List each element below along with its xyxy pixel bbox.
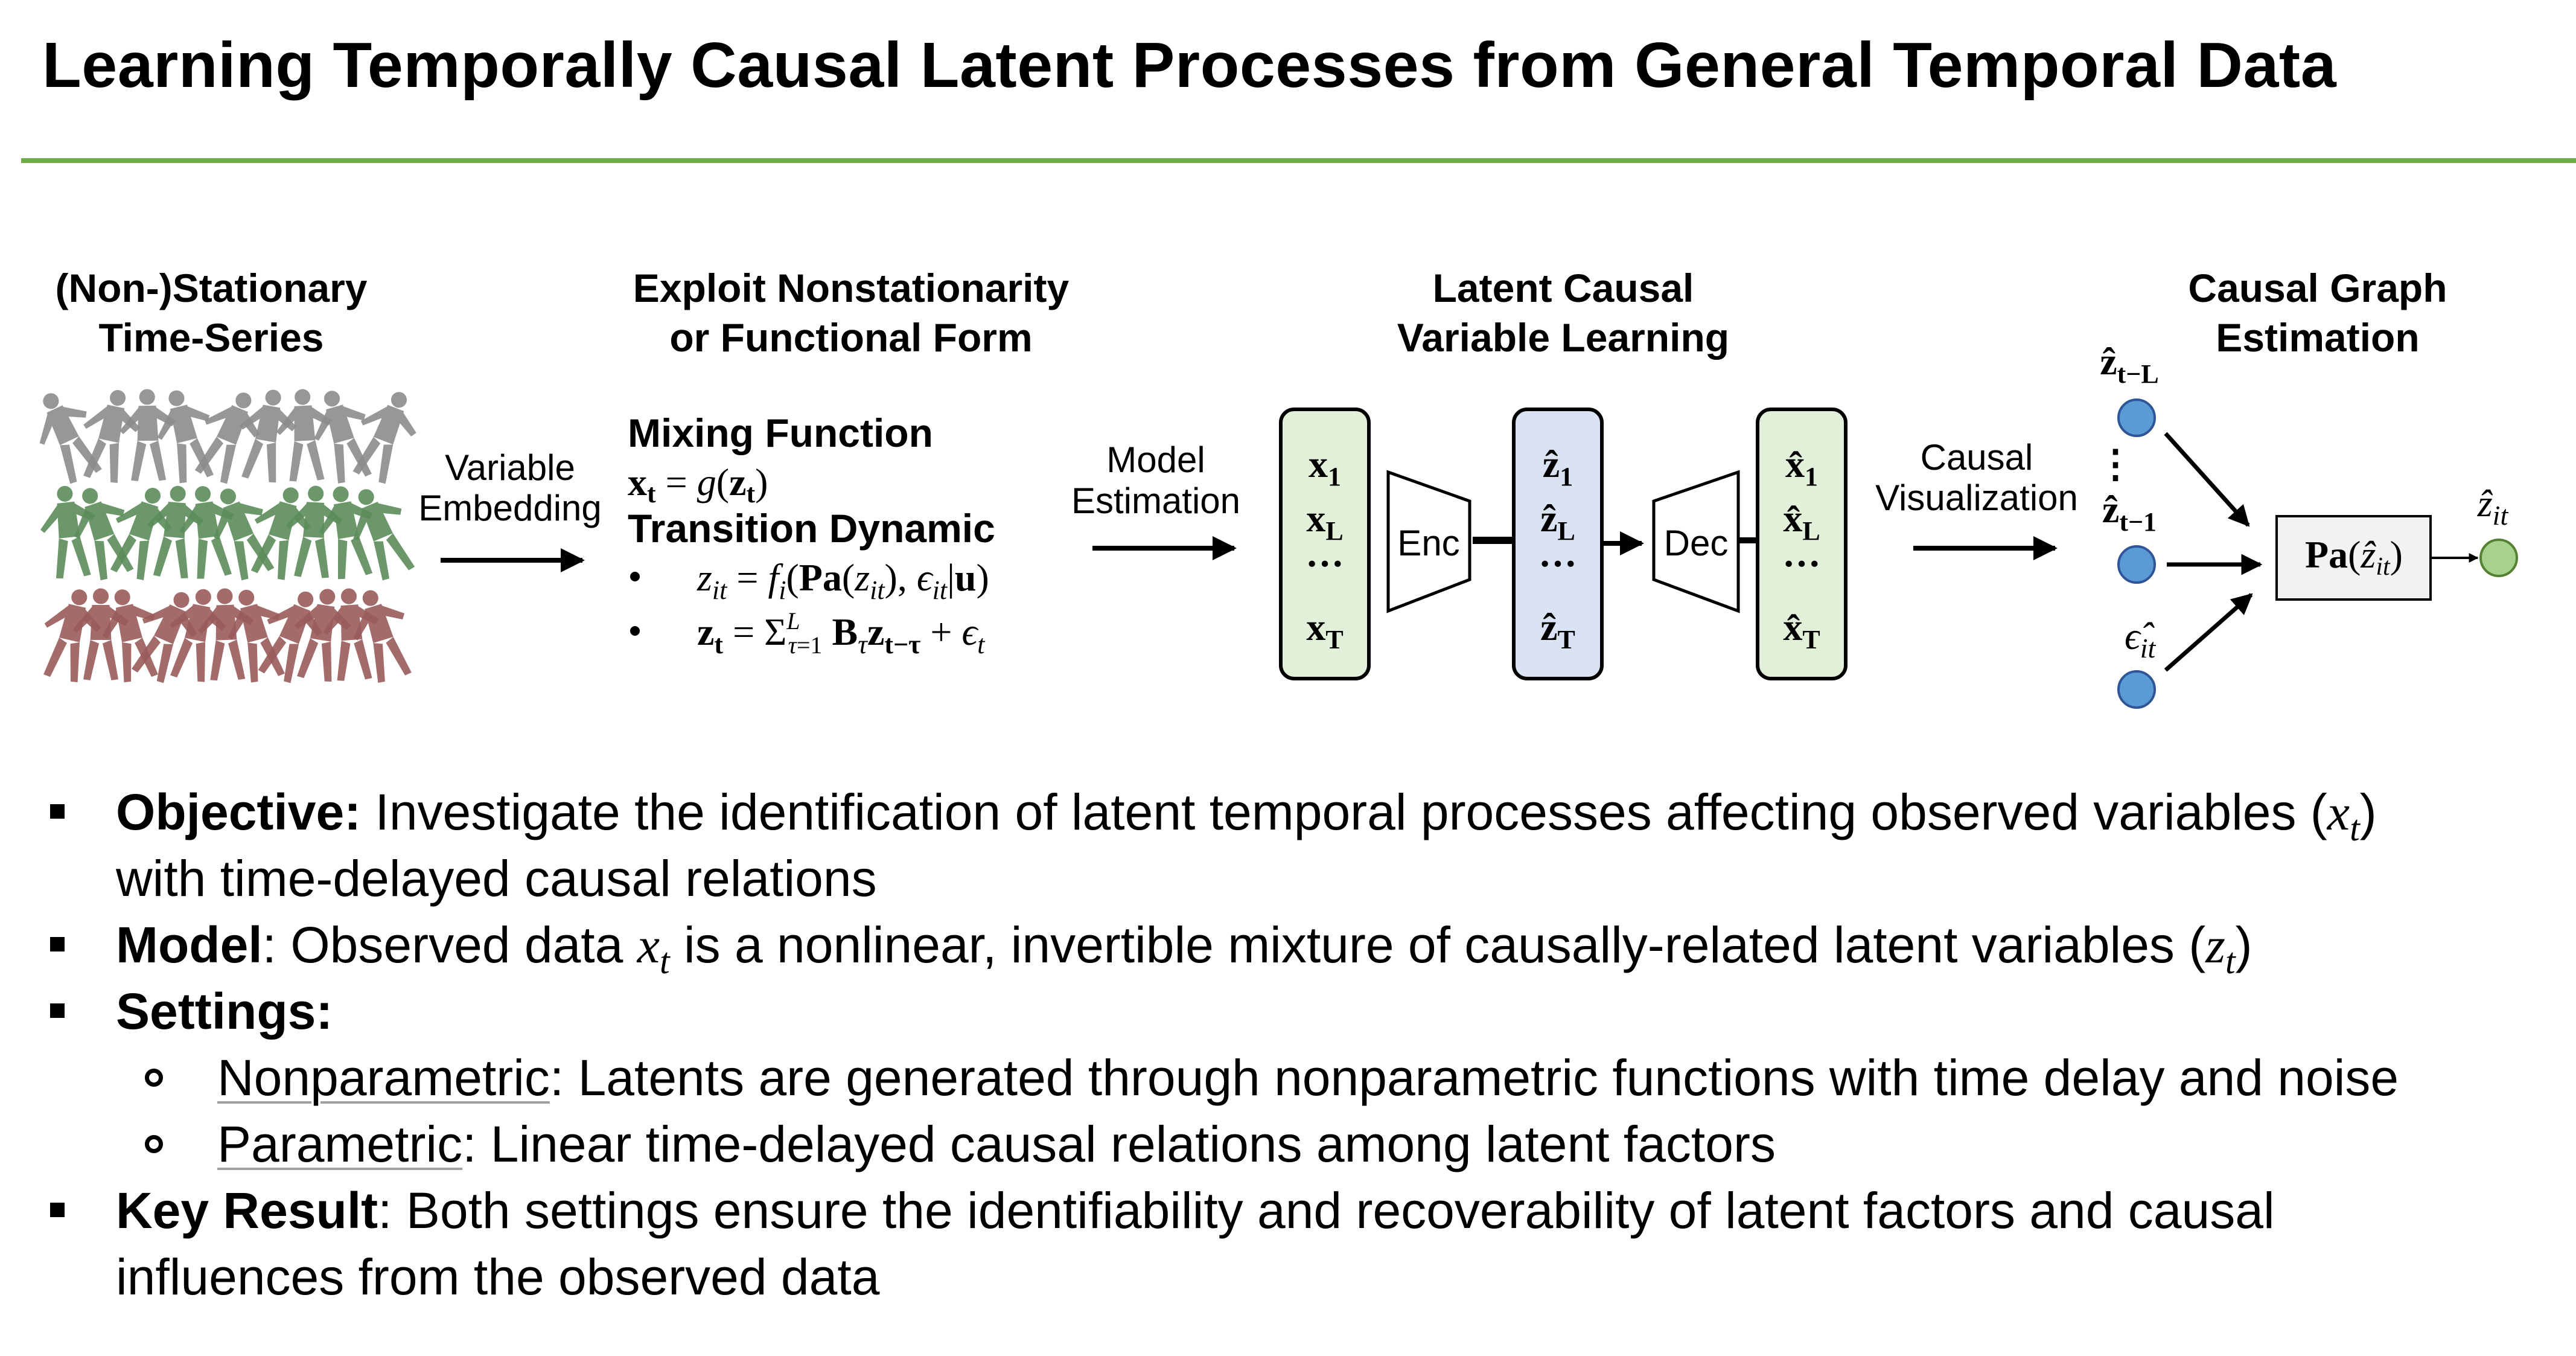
pipeline-figure: (Non-)Stationary Time-Series Variable Em… [22,266,2518,709]
key-result-label: Key Result [116,1182,378,1239]
model-math2: z [2205,918,2225,974]
node-label-z-t-minus-1: ẑt−1 [2102,488,2157,537]
parents-node-label: Pa(ẑit) [2305,533,2403,581]
arrow1-label-line2: Embedding [418,488,602,528]
objective-tail: ) [2359,784,2377,840]
node-epsilon [2117,670,2156,709]
model-math: x [637,918,660,974]
decoder-block [1652,470,1740,613]
node-label-z-t-minus-L: ẑt−L [2100,340,2158,389]
bullet-square-icon [50,804,65,819]
arrow1-label-line1: Variable [445,447,575,488]
stage2-title-line1: Exploit Nonstationarity [633,266,1070,310]
input-dots: ··· [1306,542,1344,585]
model-label: Model [116,916,263,973]
node-z-it [2479,539,2518,577]
bullet-objective: Objective: Investigate the identificatio… [116,779,2377,862]
sub-bullet-circle-icon [145,1135,163,1153]
objective-math-sub: t [2350,808,2360,848]
arrow3-label-line2: Visualization [1875,478,2078,518]
bullet-key-result: Key Result: Both settings ensure the ide… [116,1177,2275,1244]
motion-figure [22,382,112,490]
model-tail: ) [2235,916,2252,973]
input-xL: xL [1306,497,1343,546]
stage4-title-line1: Causal Graph [2188,266,2447,310]
encoder-label: Enc [1397,523,1459,563]
model-math2-sub: t [2225,941,2236,981]
objective-line2: with time-delayed causal relations [116,850,877,907]
nonparametric-label: Nonparametric [217,1049,550,1106]
node-label-z-it: ẑit [2477,482,2509,531]
arrow2-label-line2: Estimation [1071,481,1240,521]
transition-dynamic-heading: Transition Dynamic [628,506,995,551]
model-text: : Observed data [262,916,637,973]
stage3-title-line1: Latent Causal [1433,266,1694,310]
key-result-text: : Both settings ensure the identifiabili… [378,1182,2275,1239]
motion-figures [22,382,428,688]
transition-equation-nonparametric: zit = fi(Pa(zit), ϵit|u) [697,556,989,605]
stage4-title-line2: Estimation [2216,315,2419,360]
sub-bullet-circle-icon [145,1069,163,1087]
node-label-epsilon: ϵ̂it [2125,615,2157,664]
node-z-t-minus-1 [2117,545,2156,584]
bullet-model: Model: Observed data xt is a nonlinear, … [116,912,2252,994]
nonparametric-text: : Latents are generated through nonparam… [549,1049,2399,1106]
mixing-equation: xt = g(zt) [628,461,768,508]
bullet-settings: Settings: [116,983,333,1040]
arrow3-label-line1: Causal [1921,437,2033,478]
pipeline-diagram: (Non-)Stationary Time-Series Variable Em… [22,266,2518,709]
recon-dots: ··· [1782,542,1821,585]
mixing-function-heading: Mixing Function [628,411,933,455]
title-rule [21,158,2576,163]
recon-xL: x̂L [1783,497,1820,546]
bullet-square-icon [50,937,65,951]
model-math-sub: t [659,941,670,981]
bullet-square-icon [50,1203,65,1217]
slide-title: Learning Temporally Causal Latent Proces… [42,30,2337,101]
node-vertical-dots: ⋮ [2096,443,2135,485]
bullet-square-icon [50,1003,65,1018]
bullet-dot [630,626,640,636]
motion-figure [119,388,177,482]
edge-lagL-to-pa [2164,432,2250,527]
parametric-text: : Linear time-delayed causal relations a… [462,1116,1776,1172]
motion-figure [342,382,428,488]
objective-label: Objective: [116,784,362,840]
decoder-label: Dec [1664,523,1729,563]
objective-math: x [2327,785,2350,841]
parents-node-box [2275,515,2432,601]
input-x1: x1 [1309,443,1341,491]
key-result-line2: influences from the observed data [116,1249,880,1305]
bullet-dot [630,572,640,581]
node-z-t-minus-L [2117,398,2156,437]
bullet-parametric: Parametric: Linear time-delayed causal r… [217,1111,1776,1177]
stage3-title-line2: Variable Learning [1397,315,1729,360]
bullet-nonparametric: Nonparametric: Latents are generated thr… [217,1044,2399,1111]
edge-noise-to-pa [2164,593,2253,672]
arrow2-label-line1: Model [1106,440,1205,480]
stage1-title-line1: (Non-)Stationary [56,266,368,310]
latent-dots: ··· [1538,542,1577,585]
encoder-block [1386,470,1471,613]
stage2-title-line2: or Functional Form [669,315,1032,360]
model-mid: is a nonlinear, invertible mixture of ca… [669,916,2206,973]
objective-text: Investigate the identification of latent… [361,784,2327,840]
parametric-label: Parametric [217,1116,463,1172]
reconstruction-box [1756,408,1848,680]
stage1-title-line2: Time-Series [99,315,324,360]
observed-input-box [1279,408,1371,680]
